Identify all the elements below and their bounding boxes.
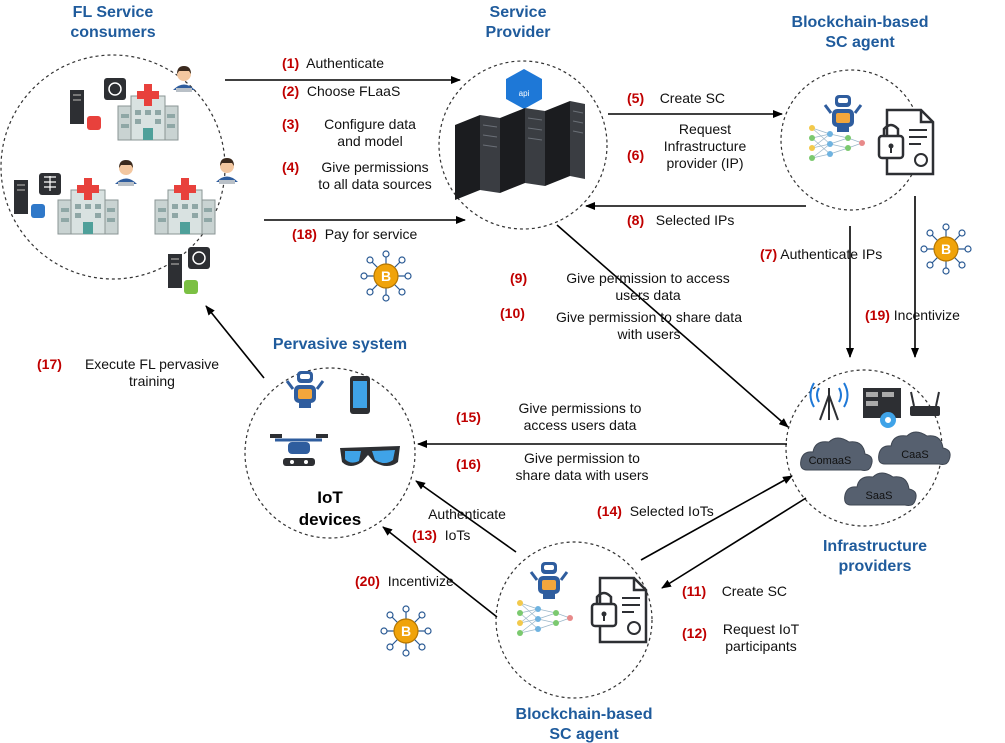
step-13-tail: (13) IoTs [412,527,471,543]
infrastructure-icons: ComaaS CaaS SaaS [800,382,951,506]
brain-icon [188,247,210,269]
smart-glasses-icon [340,446,400,466]
step-19-label: (19) Incentivize [865,307,960,323]
server-rack-icon [455,101,585,200]
smartphone-icon [350,376,370,414]
flow-arrows [205,76,919,618]
step-16-number: (16) [456,456,481,472]
cloud-saas-label: SaaS [866,490,893,502]
step-3-number: (3) [282,116,300,132]
server-cloud-icon [863,388,901,428]
api-badge-label: api [519,89,530,98]
step-8-label: (8) Selected IPs [627,212,735,228]
database-green-icon [184,280,198,294]
step-17-number: (17) [37,356,62,372]
step-5-label: (5) Create SC [627,90,726,106]
arrow-9-10-permissions [556,224,789,428]
step-9-number: (9) [510,270,528,286]
arrow-14-selected-iots [640,475,793,561]
step-13-text: Authenticate [428,506,506,522]
step-4-number: (4) [282,159,300,175]
service-provider-icons: api [455,69,585,200]
step-10-number: (10) [500,305,525,321]
router-icon [910,391,940,416]
cloud-comaas-label: ComaaS [809,455,852,467]
arrow-13-authenticate-iots [415,480,517,553]
step-20-label: (20) Incentivize [355,573,454,589]
database-red-icon [87,116,101,130]
pervasive-system-circle [244,367,416,539]
arrow-20-incentivize [382,526,498,618]
arrow-11-create-sc [661,497,807,589]
fl-consumers-icons [14,66,238,294]
cloud-caas-label: CaaS [901,449,929,461]
sc-agent-bottom-icons [516,560,648,644]
step-15-number: (15) [456,409,481,425]
drone-icon [270,434,328,466]
sc-agent-top-icons [808,93,935,176]
bitcoin-network-icon-incentivize-iot [380,605,432,657]
step-7-label: (7) Authenticate IPs [760,246,883,262]
step-6-number: (6) [627,147,645,163]
title-pervasive-system: Pervasive system [272,336,408,353]
step-11-label: (11) Create SC [682,583,788,599]
antenna-icon [809,382,849,421]
sc-agent-bottom-circle [495,541,653,699]
pervasive-icons [270,369,400,466]
bitcoin-network-icon-pay [360,250,412,302]
api-icon [506,69,542,109]
step-2-label: (2) Choose FLaaS [282,83,401,99]
step-1-label: (1) Authenticate [282,55,384,71]
step-18-label: (18) Pay for service [292,226,418,242]
step-12-number: (12) [682,625,707,641]
database-blue-icon [31,204,45,218]
brain-scan-icon [104,78,126,100]
step-14-label: (14) Selected IoTs [597,503,714,519]
bitcoin-network-icon-incentivize-ip [920,223,972,275]
arrow-17-execute-training [205,305,265,379]
service-provider-circle [438,60,608,230]
